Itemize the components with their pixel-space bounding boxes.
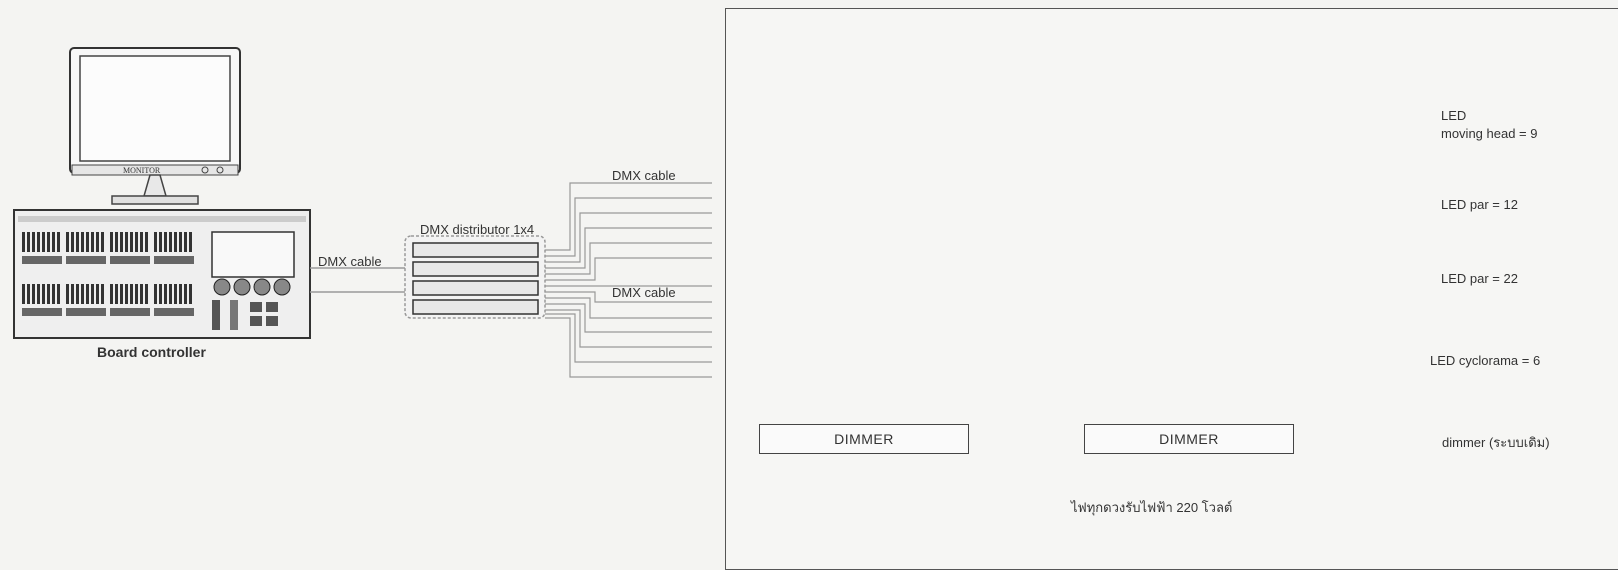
fixture-label-moving-head-line1: LED — [1441, 108, 1467, 123]
distributor-label: DMX distributor 1x4 — [420, 222, 535, 237]
power-note: ไฟทุกดวงรับไฟฟ้า 220 โวลต์ — [1071, 500, 1233, 515]
fixture-label-moving-head-line2: moving head = 9 — [1441, 126, 1538, 141]
dmx-cable-label-1: DMX cable — [318, 254, 382, 269]
dimmer-box-2: DIMMER — [1084, 424, 1294, 454]
fixture-label-led-par-12: LED par = 12 — [1441, 197, 1518, 212]
fixture-label-led-par-22: LED par = 22 — [1441, 271, 1518, 286]
dmx-cable-label-2: DMX cable — [612, 168, 676, 183]
fixture-label-led-cyclorama: LED cyclorama = 6 — [1430, 353, 1541, 368]
monitor-brand: MONITOR — [123, 166, 161, 175]
dimmer-note: dimmer (ระบบเดิม) — [1442, 435, 1550, 450]
dmx-cable-label-3: DMX cable — [612, 285, 676, 300]
dmx-distributor — [404, 235, 546, 319]
monitor — [69, 47, 241, 205]
stage-area — [725, 8, 1618, 570]
board-controller — [13, 209, 311, 339]
dmx-cable-bundle — [545, 182, 712, 378]
board-controller-caption: Board controller — [97, 344, 206, 360]
dimmer-box-1: DIMMER — [759, 424, 969, 454]
